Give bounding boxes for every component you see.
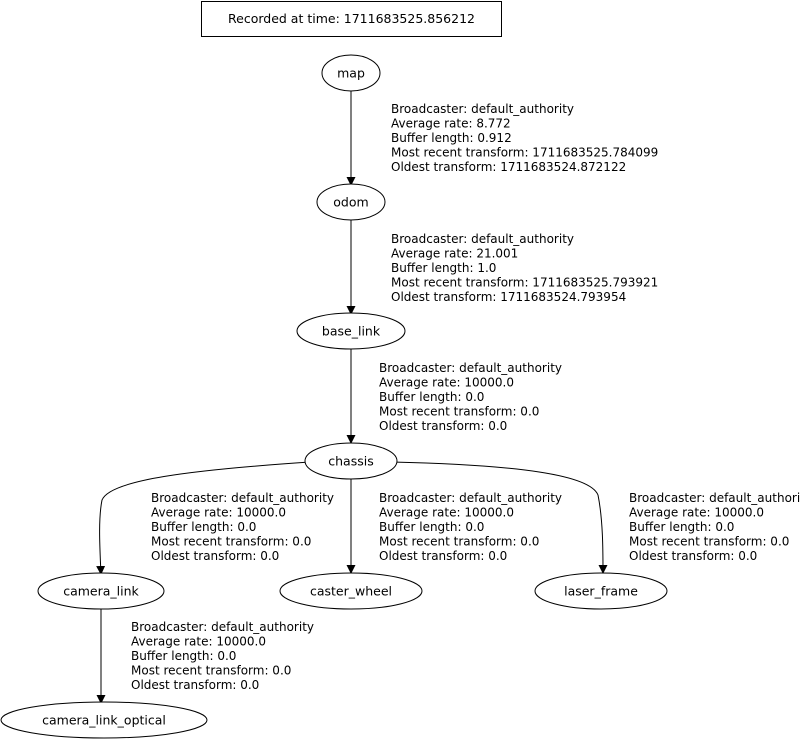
node-caster-wheel-label: caster_wheel xyxy=(310,584,392,599)
node-base-link-label: base_link xyxy=(322,324,381,339)
edge-info-average-rate: Average rate: 21.001 xyxy=(391,247,518,261)
node-odom-label: odom xyxy=(333,195,368,210)
edge-info-oldest-transform: Oldest transform: 1711683524.793954 xyxy=(391,290,626,304)
edge-info-average-rate: Average rate: 10000.0 xyxy=(131,635,266,649)
edge-info-oldest-transform: Oldest transform: 1711683524.872122 xyxy=(391,160,626,174)
edge-info-most-recent-transform: Most recent transform: 0.0 xyxy=(151,535,311,549)
edge-info-average-rate: Average rate: 10000.0 xyxy=(379,376,514,390)
node-base-link[interactable]: base_link xyxy=(296,312,406,350)
edge-info-broadcaster: Broadcaster: default_authority xyxy=(151,491,334,505)
edge-info-oldest-transform: Oldest transform: 0.0 xyxy=(379,419,507,433)
node-chassis-label: chassis xyxy=(328,454,373,469)
edge-info-buffer-length: Buffer length: 0.0 xyxy=(131,649,236,663)
edge-info-broadcaster: Broadcaster: default_authority xyxy=(131,620,314,634)
edge-info-oldest-transform: Oldest transform: 0.0 xyxy=(151,549,279,563)
edge-info-oldest-transform: Oldest transform: 0.0 xyxy=(379,549,507,563)
node-chassis[interactable]: chassis xyxy=(304,442,398,480)
node-map[interactable]: map xyxy=(321,54,381,92)
edge-chassis-laser-frame xyxy=(391,461,608,575)
edge-info-most-recent-transform: Most recent transform: 1711683525.784099 xyxy=(391,146,658,160)
edge-info-oldest-transform: Oldest transform: 0.0 xyxy=(131,678,259,692)
edge-info-average-rate: Average rate: 10000.0 xyxy=(379,506,514,520)
edge-info-buffer-length: Buffer length: 0.0 xyxy=(379,390,484,404)
recorded-time-label: Recorded at time: 1711683525.856212 xyxy=(228,11,475,26)
edge-info-most-recent-transform: Most recent transform: 0.0 xyxy=(629,535,789,549)
edge-info-most-recent-transform: Most recent transform: 1711683525.793921 xyxy=(391,276,658,290)
edge-info-most-recent-transform: Most recent transform: 0.0 xyxy=(379,535,539,549)
edge-info-buffer-length: Buffer length: 0.0 xyxy=(151,520,256,534)
edge-info-buffer-length: Buffer length: 0.912 xyxy=(391,131,512,145)
edge-chassis-camera-link xyxy=(96,461,311,576)
recorded-time-box: Recorded at time: 1711683525.856212 xyxy=(201,1,502,37)
edge-info-oldest-transform: Oldest transform: 0.0 xyxy=(629,549,757,563)
edge-info-buffer-length: Buffer length: 1.0 xyxy=(391,261,496,275)
node-laser-frame[interactable]: laser_frame xyxy=(534,572,668,610)
node-caster-wheel[interactable]: caster_wheel xyxy=(279,572,423,610)
node-camera-link-optical-label: camera_link_optical xyxy=(42,713,166,728)
edge-info-most-recent-transform: Most recent transform: 0.0 xyxy=(379,405,539,419)
edge-info-broadcaster: Broadcaster: default_authority xyxy=(379,491,562,505)
edge-info-average-rate: Average rate: 8.772 xyxy=(391,117,511,131)
node-odom[interactable]: odom xyxy=(316,183,386,221)
edge-info-average-rate: Average rate: 10000.0 xyxy=(629,506,764,520)
node-camera-link-optical[interactable]: camera_link_optical xyxy=(0,701,208,739)
edge-info-buffer-length: Buffer length: 0.0 xyxy=(629,520,734,534)
node-map-label: map xyxy=(337,66,365,81)
node-camera-link-label: camera_link xyxy=(63,584,139,599)
edge-info-broadcaster: Broadcaster: default_authority xyxy=(391,102,574,116)
edge-info-broadcaster: Broadcaster: default_authority xyxy=(629,491,800,505)
edge-info-buffer-length: Buffer length: 0.0 xyxy=(379,520,484,534)
node-laser-frame-label: laser_frame xyxy=(564,584,638,599)
edge-info-average-rate: Average rate: 10000.0 xyxy=(151,506,286,520)
edge-info-broadcaster: Broadcaster: default_authority xyxy=(379,361,562,375)
edge-info-most-recent-transform: Most recent transform: 0.0 xyxy=(131,664,291,678)
node-camera-link[interactable]: camera_link xyxy=(37,572,165,610)
edge-info-broadcaster: Broadcaster: default_authority xyxy=(391,232,574,246)
